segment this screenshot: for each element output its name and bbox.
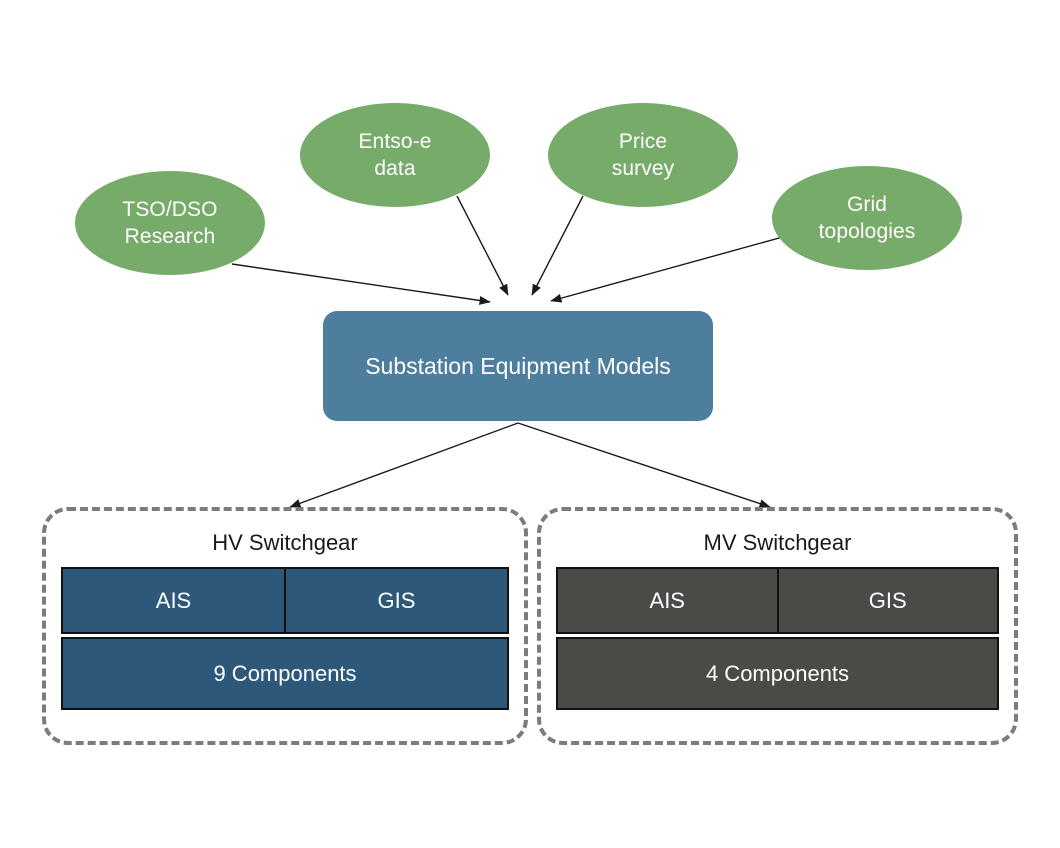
source-label-line2: topologies [818,220,916,243]
central-node-substation-equipment-models[interactable]: Substation Equipment Models [323,311,713,421]
source-label-line1: TSO/DSO [122,197,218,221]
edge-entso-to-central [456,195,509,296]
cell-hv-ais[interactable]: AIS [61,567,286,634]
cell-mv-ais[interactable]: AIS [556,567,779,634]
group-stack-mv: AIS GIS 4 Components [556,567,999,710]
central-label-line2: Models [596,352,671,379]
edge-tso-to-central [231,263,491,305]
group-title-hv: HV Switchgear [212,530,358,555]
table-row-hv-components: 9 Components [61,637,509,710]
cell-mv-components[interactable]: 4 Components [556,637,999,710]
cell-hv-gis[interactable]: GIS [284,567,509,634]
edge-price-to-central [531,195,584,296]
table-row-mv-components: 4 Components [556,637,999,710]
table-row-hv-technologies: AIS GIS [61,567,509,634]
cell-hv-components[interactable]: 9 Components [61,637,509,710]
source-label-line2: survey [611,157,675,180]
group-mv-switchgear[interactable]: MV Switchgear AIS GIS 4 Components [537,507,1018,745]
source-node-price-survey[interactable]: Price survey [548,103,738,207]
central-label-line1: Substation Equipment [365,352,591,379]
edge-central-to-mv [517,422,771,508]
source-label-line1: Entso-e [358,129,432,153]
group-title-mv: MV Switchgear [703,530,852,555]
table-row-mv-technologies: AIS GIS [556,567,999,634]
edge-central-to-hv [289,422,519,508]
edge-grid-to-central [550,234,791,303]
source-node-tso-dso-research[interactable]: TSO/DSO Research [75,171,265,275]
source-label-line2: Research [124,225,216,248]
group-stack-hv: AIS GIS 9 Components [61,567,509,710]
source-label-line2: data [374,157,416,180]
source-node-entso-e-data[interactable]: Entso-e data [300,103,490,207]
source-label-line1: Price [618,129,668,153]
source-node-grid-topologies[interactable]: Grid topologies [772,166,962,270]
cell-mv-gis[interactable]: GIS [776,567,999,634]
group-hv-switchgear[interactable]: HV Switchgear AIS GIS 9 Components [42,507,528,745]
source-label-line1: Grid [846,192,888,216]
